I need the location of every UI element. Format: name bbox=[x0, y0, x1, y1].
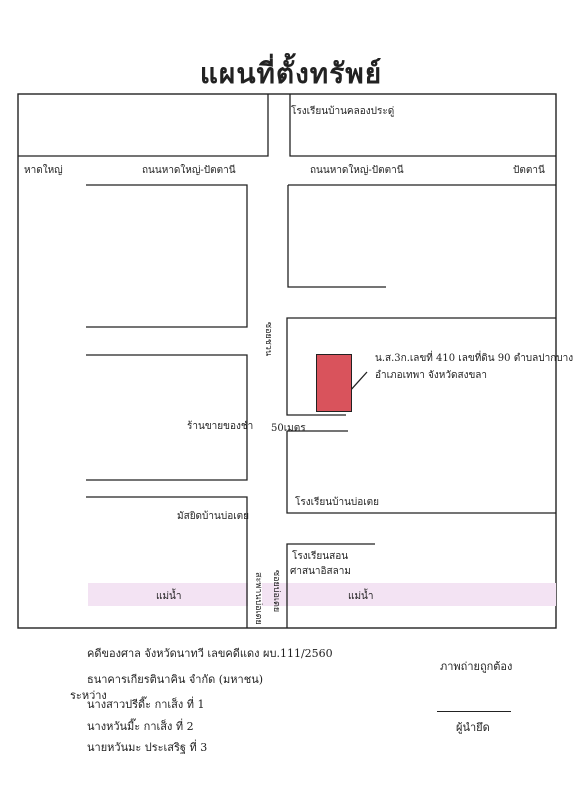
label-vertical-road-lower-left: สะพานบ่อเตย bbox=[253, 572, 263, 625]
label-pattani: ปัตตานี bbox=[513, 165, 545, 176]
label-islamic-school-line2: ศาสนาอิสลาม bbox=[290, 566, 351, 577]
label-property-line1: น.ส.3ก.เลขที่ 410 เลขที่ดิน 90 ตำบลปากบา… bbox=[375, 353, 574, 364]
label-road-right: ถนนหาดใหญ่-ปัตตานี bbox=[310, 165, 404, 176]
label-hatyai: หาดใหญ่ bbox=[24, 165, 63, 176]
label-vertical-road-upper: ซอยชวน bbox=[263, 322, 273, 357]
label-river-right: แม่น้ำ bbox=[348, 591, 374, 602]
case-defendant-2: นางหวันมี๊ะ กาเส็ง ที่ 2 bbox=[87, 720, 194, 733]
label-shop: ร้านขายของชำ bbox=[187, 421, 254, 432]
page-title: แผนที่ตั้งทรัพย์ bbox=[199, 57, 383, 90]
label-mosque: มัสยิดบ้านบ่อเตย bbox=[177, 511, 249, 522]
label-school-right: โรงเรียนบ้านบ่อเตย bbox=[295, 497, 380, 508]
label-school-top: โรงเรียนบ้านคลองประดู่ bbox=[291, 106, 395, 117]
label-vertical-road-lower-right: ซอยบ่อเตย bbox=[271, 570, 281, 613]
label-road-left: ถนนหาดใหญ่-ปัตตานี bbox=[142, 165, 236, 176]
label-property-line2: อำเภอเทพา จังหวัดสงขลา bbox=[375, 370, 488, 381]
label-islamic-school-line1: โรงเรียนสอน bbox=[292, 551, 349, 562]
signature-line bbox=[437, 711, 511, 712]
certification-statement: ภาพถ่ายถูกต้อง bbox=[440, 660, 513, 673]
case-plaintiff: ธนาคารเกียรตินาคิน จำกัด (มหาชน) bbox=[87, 673, 264, 686]
property-parcel bbox=[316, 354, 352, 412]
case-defendant-1: นางสาวปรีดี๊ะ กาเส็ง ที่ 1 bbox=[87, 698, 205, 711]
river-band-right bbox=[262, 583, 556, 606]
label-river-left: แม่น้ำ bbox=[156, 591, 182, 602]
case-court: คดีของศาล จังหวัดนาทวี เลขคดีแดง ผบ.111/… bbox=[87, 647, 333, 660]
case-between-label: ระหว่าง bbox=[70, 689, 107, 702]
case-defendant-3: นายหวันมะ ประเสริฐ ที่ 3 bbox=[87, 741, 208, 754]
label-distance: 50เมตร bbox=[271, 423, 306, 434]
river-band-left bbox=[88, 583, 248, 606]
certification-signer: ผู้นำยึด bbox=[456, 721, 490, 734]
